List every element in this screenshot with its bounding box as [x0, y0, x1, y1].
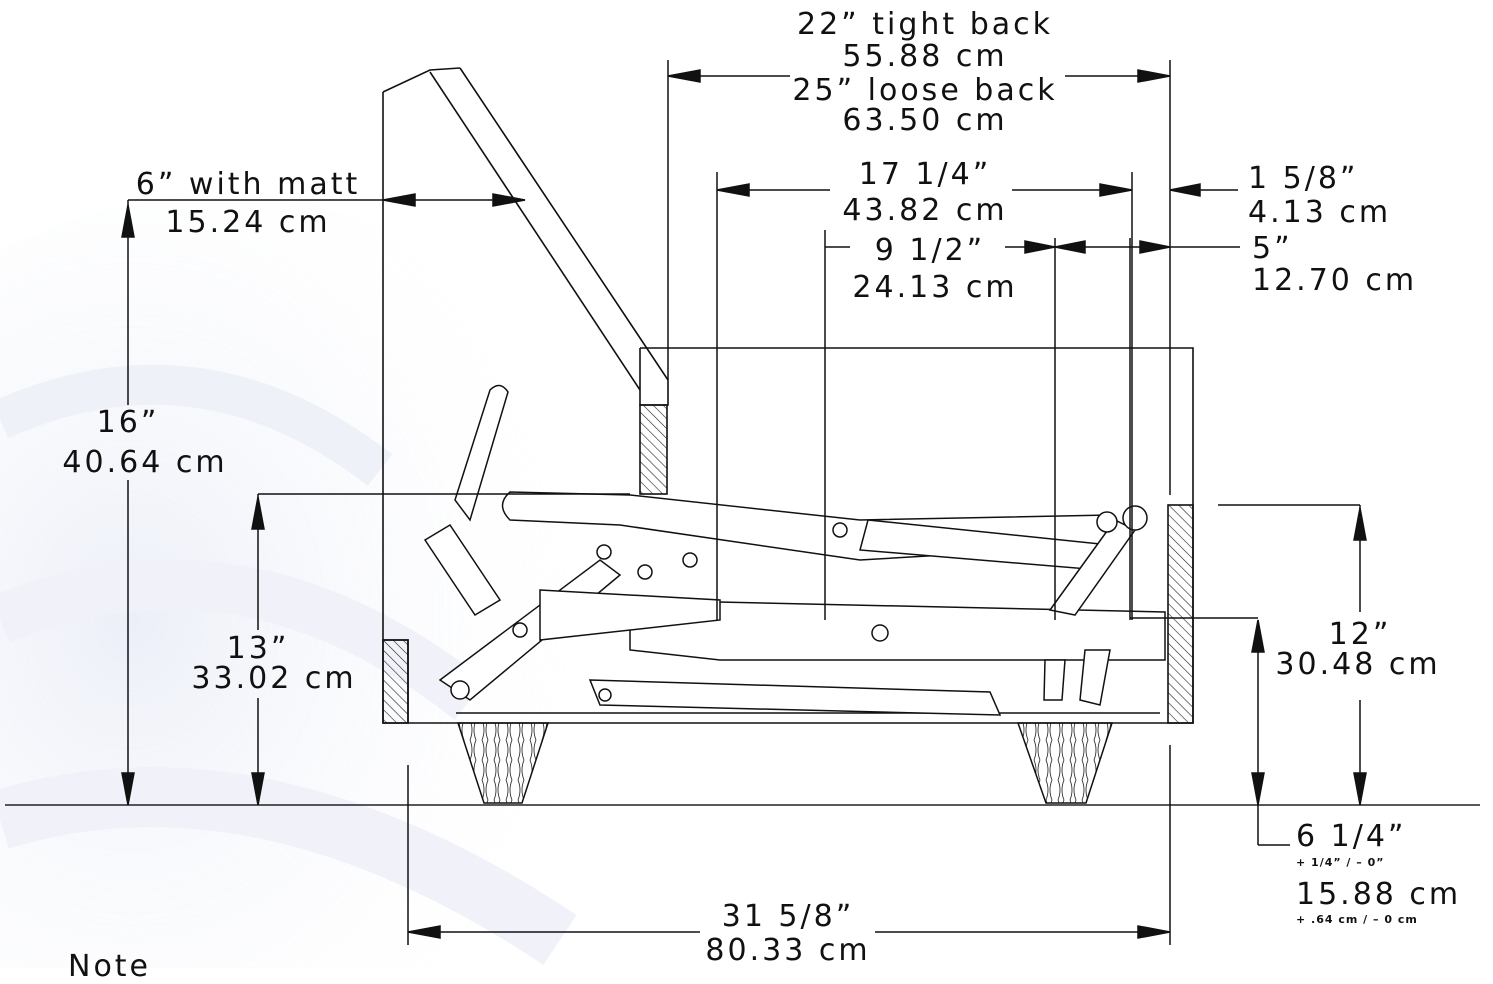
- deck-depth-label: 17 1/4”: [858, 157, 992, 192]
- overall-height-cm-label: 40.64 cm: [62, 445, 228, 480]
- mattress-gap-cm-label: 15.24 cm: [165, 205, 331, 240]
- clearance-cm-label: 15.88 cm: [1296, 877, 1462, 912]
- rail-offset-cm-label: 4.13 cm: [1248, 195, 1392, 230]
- sofa-legs: [456, 722, 1114, 804]
- dimension-lines: [121, 60, 1367, 945]
- deck-depth-cm-label: 43.82 cm: [842, 193, 1008, 228]
- seat-height-label: 13”: [226, 631, 290, 666]
- clearance-tolerance-cm-label: + .64 cm / – 0 cm: [1296, 913, 1418, 926]
- depth-loose-label: 25” loose back: [792, 73, 1058, 108]
- rail-height-label: 12”: [1328, 617, 1392, 652]
- rail-offset-label: 1 5/8”: [1248, 161, 1359, 196]
- depth-loose-cm-label: 63.50 cm: [842, 103, 1008, 138]
- clearance-label: 6 1/4”: [1296, 819, 1407, 854]
- overall-depth-cm-label: 80.33 cm: [705, 933, 871, 968]
- overall-height-label: 16”: [96, 405, 160, 440]
- overall-depth-label: 31 5/8”: [721, 899, 855, 934]
- rear-offset-label: 5”: [1252, 231, 1293, 266]
- seat-height-cm-label: 33.02 cm: [191, 661, 357, 696]
- mattress-gap-label: 6” with matt: [135, 167, 361, 202]
- depth-tight-cm-label: 55.88 cm: [842, 39, 1008, 74]
- mech-span-cm-label: 24.13 cm: [852, 270, 1018, 305]
- background-swirl: [0, 195, 655, 968]
- rear-offset-cm-label: 12.70 cm: [1252, 263, 1418, 298]
- clearance-tolerance-label: + 1/4” / – 0”: [1296, 856, 1385, 869]
- rail-height-cm-label: 30.48 cm: [1275, 647, 1441, 682]
- note-label: Note: [68, 949, 152, 984]
- depth-tight-label: 22” tight back: [797, 7, 1053, 42]
- mech-span-label: 9 1/2”: [874, 233, 986, 268]
- sofa-frame: [382, 67, 1194, 724]
- sleeper-mechanism: [423, 384, 1166, 716]
